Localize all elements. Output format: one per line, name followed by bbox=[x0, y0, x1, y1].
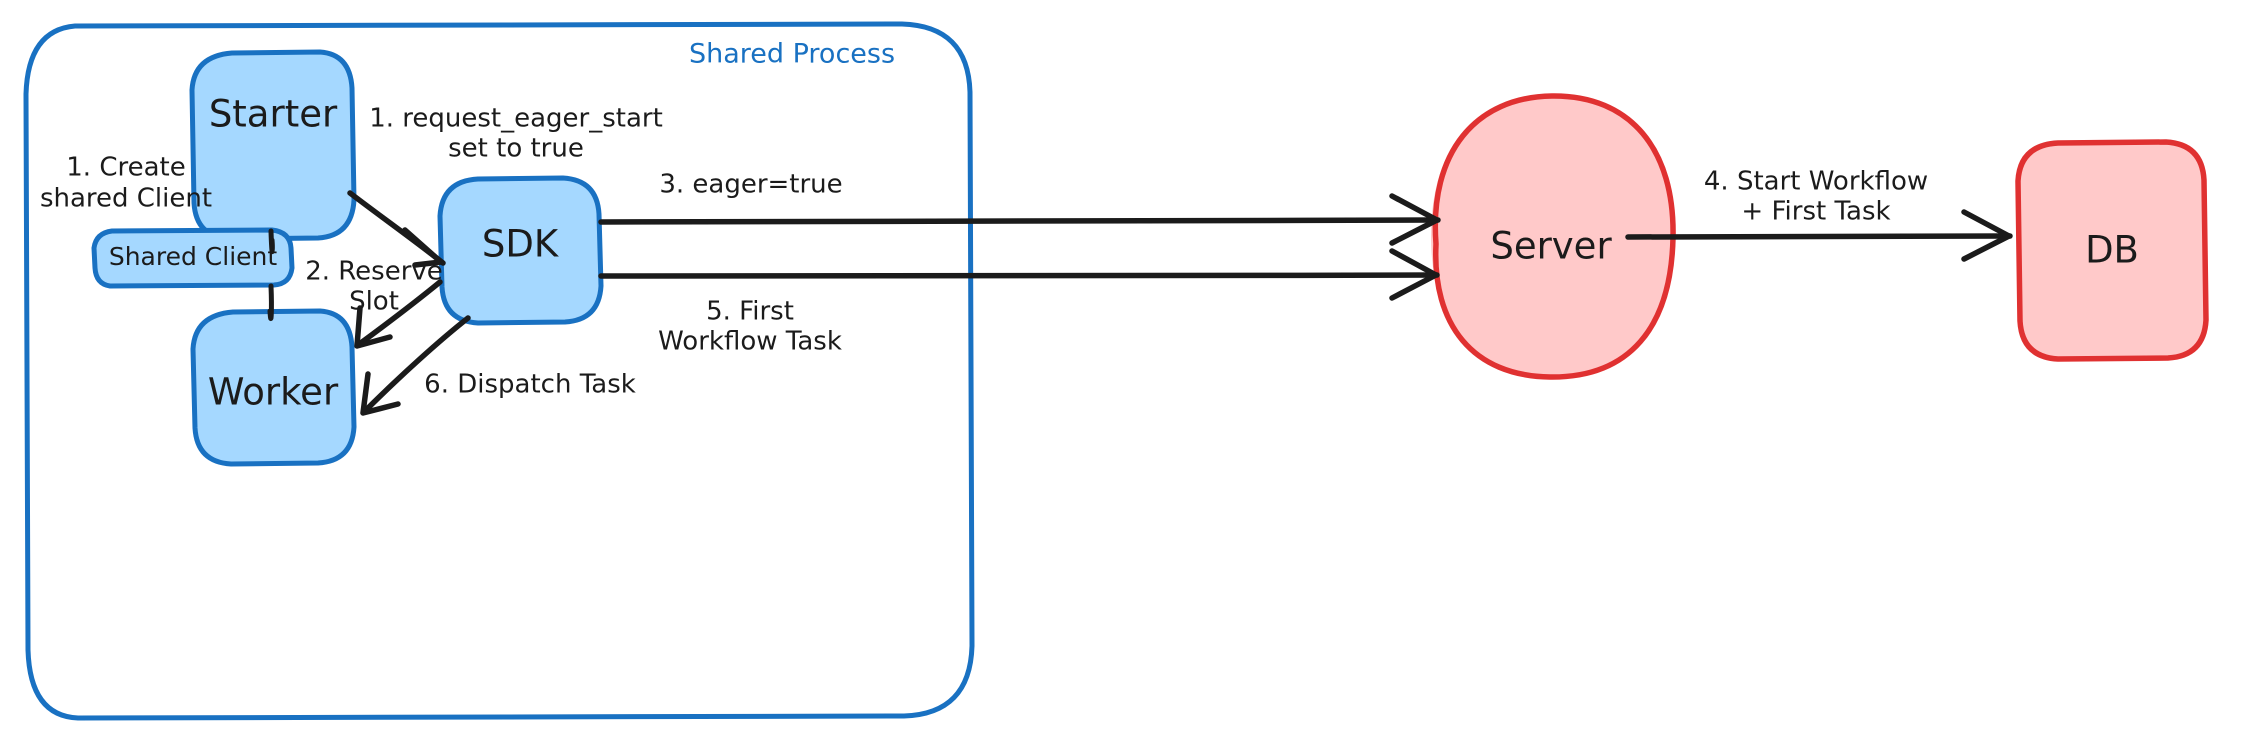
node-starter[interactable]: Starter bbox=[189, 49, 357, 242]
server-to-sdk-line bbox=[598, 272, 1440, 279]
starter-box-outline bbox=[189, 49, 357, 242]
start-workflow-label-line1: 4. Start Workflow bbox=[1704, 167, 1928, 197]
server-to-sdk-arrowhead bbox=[1389, 248, 1439, 301]
sdk-box-outline bbox=[437, 175, 604, 326]
shared-client-box-fill bbox=[94, 230, 292, 286]
node-server[interactable]: Server bbox=[1431, 93, 1676, 380]
edge-dispatch-task: 6. Dispatch Task bbox=[360, 315, 636, 416]
eager-true-label: 3. eager=true bbox=[659, 170, 842, 200]
edge-request-eager-start: 1. request_eager_start set to true bbox=[347, 104, 663, 268]
reserve-slot-label-line2: Slot bbox=[349, 287, 399, 317]
edge-first-workflow-task: 5. First Workflow Task bbox=[598, 248, 1440, 357]
request-eager-start-label-line2: set to true bbox=[448, 134, 584, 164]
server-to-db-arrowhead bbox=[1961, 209, 2012, 262]
sdk-to-worker-dispatch-line bbox=[361, 315, 471, 415]
shared-process-border bbox=[23, 21, 975, 721]
reserve-slot-label-line1: 2. Reserve bbox=[305, 257, 443, 287]
start-workflow-label-line2: + First Task bbox=[1741, 197, 1890, 227]
edge-eager-true: 3. eager=true bbox=[598, 170, 1441, 246]
shared-client-box-outline bbox=[91, 227, 295, 289]
db-label: DB bbox=[2085, 229, 2139, 272]
sdk-to-worker-dispatch-arrowhead bbox=[360, 371, 401, 416]
server-ellipse-fill bbox=[1431, 96, 1672, 377]
edge-reserve-slot: 2. Reserve Slot bbox=[305, 257, 443, 349]
edge-start-workflow: 4. Start Workflow + First Task bbox=[1625, 167, 2013, 262]
shared-process-label: Shared Process bbox=[689, 39, 895, 70]
create-shared-client-label-line1: 1. Create bbox=[66, 153, 185, 183]
starter-to-sdk-arrowhead bbox=[402, 227, 444, 268]
dispatch-task-label: 6. Dispatch Task bbox=[424, 370, 636, 400]
server-to-db-line bbox=[1625, 233, 2013, 240]
first-workflow-task-label-line2: Workflow Task bbox=[658, 327, 842, 357]
db-box-fill bbox=[2018, 142, 2206, 359]
starter-box-fill bbox=[192, 52, 354, 239]
sdk-to-worker-reserve-arrowhead bbox=[354, 305, 393, 349]
starter-label: Starter bbox=[209, 93, 338, 136]
node-sdk[interactable]: SDK bbox=[437, 175, 604, 326]
request-eager-start-label-line1: 1. request_eager_start bbox=[369, 104, 663, 134]
sdk-box-fill bbox=[440, 178, 601, 323]
shared-client-label: Shared Client bbox=[109, 242, 278, 271]
shared-process-group: Shared Process bbox=[23, 21, 975, 721]
worker-label: Worker bbox=[208, 371, 339, 414]
starter-to-shared-client-line bbox=[268, 228, 275, 255]
edge-create-shared-client: 1. Create shared Client bbox=[40, 153, 275, 321]
db-box-outline bbox=[2015, 139, 2209, 362]
sdk-to-server-arrowhead bbox=[1389, 193, 1440, 246]
create-shared-client-label-line2: shared Client bbox=[40, 184, 212, 214]
sdk-label: SDK bbox=[482, 223, 560, 266]
worker-box-outline bbox=[190, 308, 357, 467]
worker-box-fill bbox=[193, 311, 354, 464]
sdk-to-server-line bbox=[598, 217, 1441, 225]
first-workflow-task-label-line1: 5. First bbox=[706, 297, 794, 327]
node-db[interactable]: DB bbox=[2015, 139, 2209, 362]
shared-client-to-worker-line bbox=[267, 283, 274, 321]
sdk-to-worker-reserve-line bbox=[355, 279, 443, 348]
node-shared-client[interactable]: Shared Client bbox=[91, 227, 295, 289]
node-worker[interactable]: Worker bbox=[190, 308, 357, 467]
server-label: Server bbox=[1490, 225, 1612, 268]
